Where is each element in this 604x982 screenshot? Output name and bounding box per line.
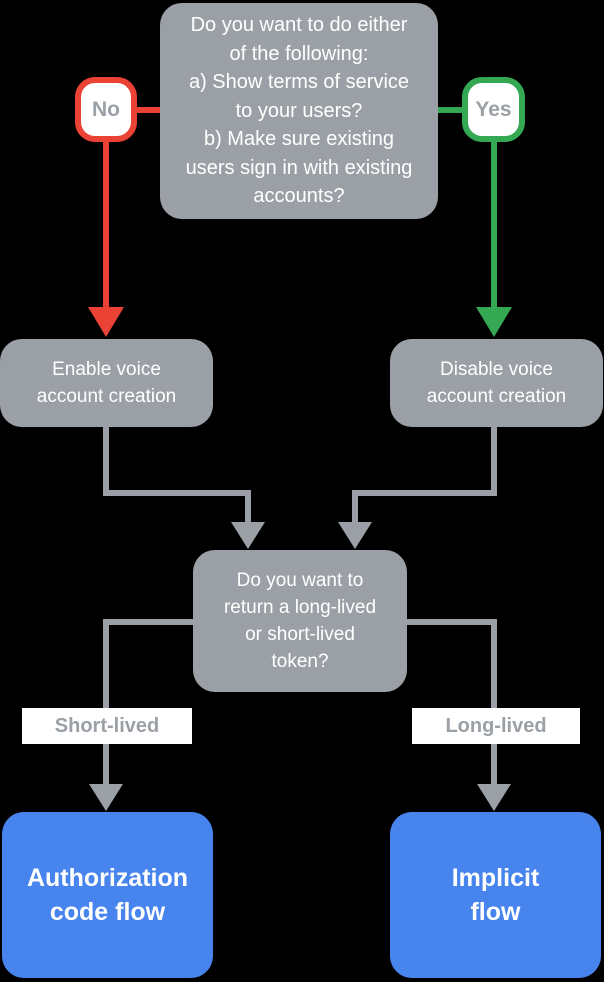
short-branch-vertical [103,619,109,785]
question-node-terms-of-service: Do you want to do either of the followin… [160,3,438,219]
yes-edge-horizontal [436,107,464,113]
enable-out-vertical [103,427,109,496]
merge-left-vertical [245,490,251,523]
result-node-authorization-code-flow: Authorization code flow [2,812,213,978]
yes-arrowhead-icon [476,307,512,337]
enable-out-horizontal [103,490,251,496]
edge-label-long-lived: Long-lived [412,708,580,744]
yes-branch-badge: Yes [462,77,525,142]
yes-edge-vertical [491,140,497,308]
merge-right-arrowhead-icon [338,522,372,549]
edge-label-short-lived: Short-lived [22,708,192,744]
long-branch-vertical [491,619,497,785]
no-edge-vertical [103,140,109,308]
no-branch-badge: No [75,77,137,142]
long-branch-horizontal [406,619,494,625]
node-enable-voice-account-creation: Enable voice account creation [0,339,213,427]
merge-right-vertical [352,490,358,523]
short-branch-arrowhead-icon [89,784,123,811]
disable-out-horizontal [352,490,497,496]
question-node-token-lifetime: Do you want to return a long-lived or sh… [193,550,407,692]
node-disable-voice-account-creation: Disable voice account creation [390,339,603,427]
disable-out-vertical [491,427,497,496]
long-branch-arrowhead-icon [477,784,511,811]
merge-left-arrowhead-icon [231,522,265,549]
short-branch-horizontal [103,619,194,625]
result-node-implicit-flow: Implicit flow [390,812,601,978]
no-edge-horizontal [136,107,162,113]
no-arrowhead-icon [88,307,124,337]
